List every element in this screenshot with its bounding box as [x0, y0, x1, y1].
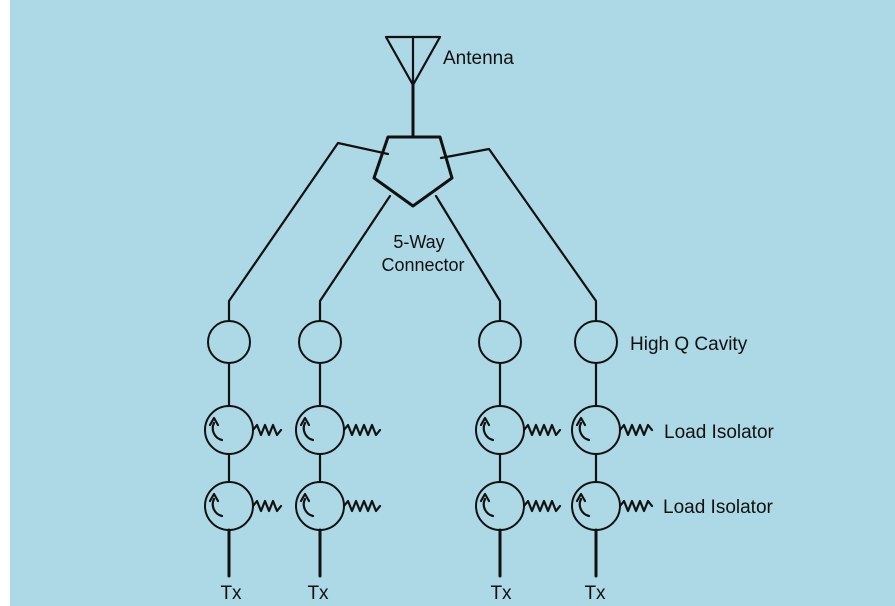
tx-label-1: Tx — [220, 583, 242, 604]
tx-label-3: Tx — [490, 583, 512, 604]
load-isolator-label-upper: Load Isolator — [664, 422, 775, 443]
high-q-cavity-icon — [298, 320, 342, 364]
high-q-cavity-label: High Q Cavity — [630, 334, 748, 355]
load-resistor-icon — [522, 499, 562, 513]
high-q-cavity-icon — [478, 320, 522, 364]
load-resistor-icon — [618, 499, 654, 513]
load-resistor-icon — [618, 423, 654, 437]
high-q-cavity-icon — [574, 320, 618, 364]
chain-column-1 — [204, 320, 283, 578]
tx-label-4: Tx — [584, 583, 606, 604]
chain-column-4 — [571, 320, 654, 578]
five-way-connector-icon — [372, 135, 454, 208]
high-q-cavity-icon — [207, 320, 251, 364]
connector-label-line1: 5-Way — [393, 232, 444, 252]
diagram-background — [10, 0, 895, 606]
branch-line-3 — [434, 194, 502, 323]
branch-line-1 — [227, 141, 390, 323]
branch-line-4 — [439, 147, 598, 323]
chain-column-2 — [295, 320, 382, 578]
chain-column-3 — [475, 320, 562, 578]
antenna-icon — [384, 35, 442, 139]
load-resistor-icon — [251, 423, 283, 437]
tx-label-2: Tx — [307, 583, 329, 604]
load-resistor-icon — [251, 499, 283, 513]
antenna-label: Antenna — [443, 48, 514, 69]
connector-label-line2: Connector — [381, 255, 464, 275]
load-resistor-icon — [522, 423, 562, 437]
load-isolator-label-lower: Load Isolator — [663, 497, 774, 518]
branch-line-2 — [318, 194, 392, 323]
load-resistor-icon — [342, 499, 382, 513]
load-resistor-icon — [342, 423, 382, 437]
circulator-arrow-icon — [211, 421, 224, 442]
